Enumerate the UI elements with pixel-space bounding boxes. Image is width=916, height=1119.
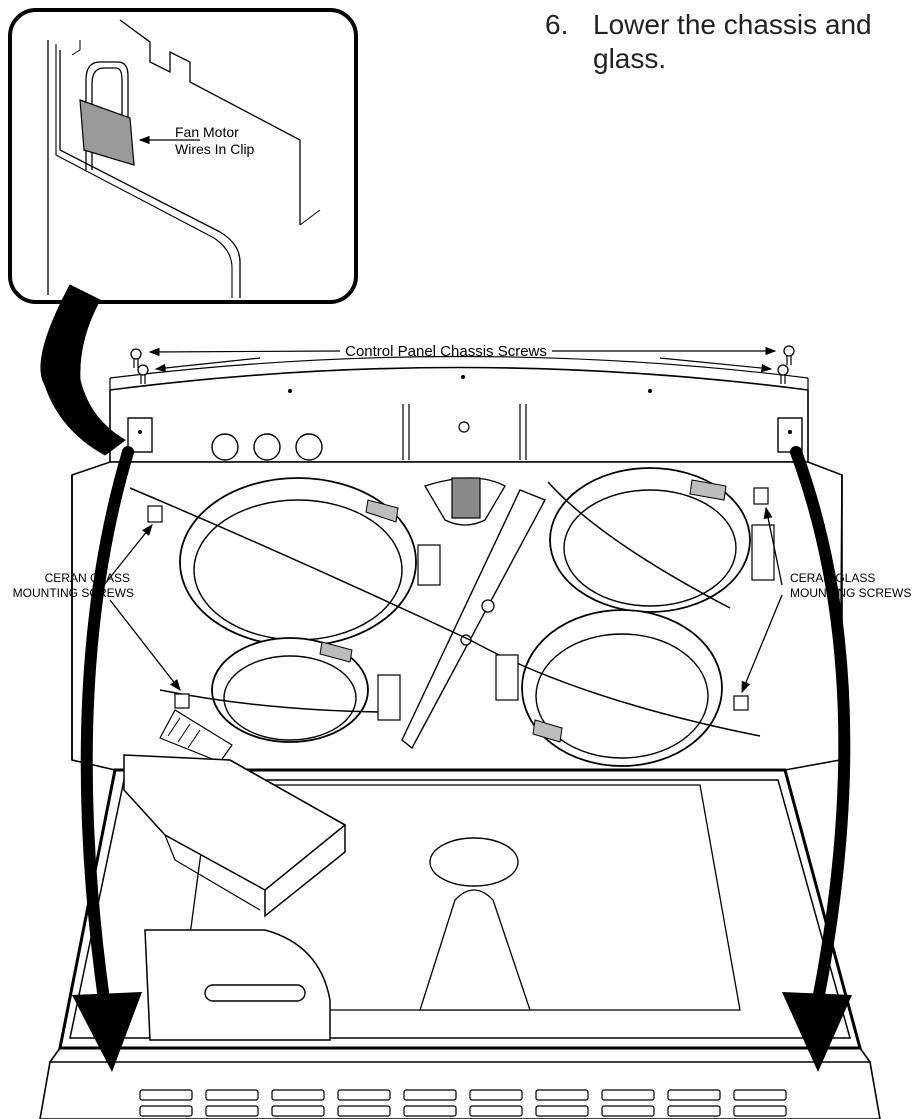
burner-top-left [179,477,417,647]
burner-bottom-left [211,637,369,743]
ceran-mounting-screw-icon [147,487,769,711]
wire-clip [79,99,135,166]
inset-detail: Fan Motor Wires In Clip [8,8,358,304]
left-ceran-callout-line-1: CERAN GLASS [45,571,130,585]
range-body [39,754,881,1119]
burner-bottom-right [521,609,723,767]
lowering-arrow-right [782,446,852,1072]
control-panel-chassis: Control Panel Chassis Screws [109,343,809,463]
lowering-arrow-left [72,446,142,1072]
front-panel [39,1061,881,1119]
step-number: 6. [545,9,569,40]
fan-motor-callout-line-2: Wires In Clip [175,141,255,157]
inset-connector [40,284,126,456]
burner-top-right [549,467,751,613]
fan-clip-block [451,477,481,519]
right-ceran-callout-line-2: MOUNTING SCREWS [790,586,911,600]
terminal-blocks [377,524,775,721]
step-text-line-1: Lower the chassis and [593,9,872,40]
ceran-glass-cooktop: CERAN GLASS MOUNTING SCREWS CERAN GLASS … [13,461,911,771]
center-support-bar [401,489,546,750]
chassis-screw-icon [130,345,795,384]
vent-slots [139,1089,787,1117]
left-ceran-callout-line-2: MOUNTING SCREWS [13,586,134,600]
fan-motor-callout-line-1: Fan Motor [175,124,239,140]
step-text-line-2: glass. [593,43,667,74]
chassis-screws-callout: Control Panel Chassis Screws [345,343,547,360]
